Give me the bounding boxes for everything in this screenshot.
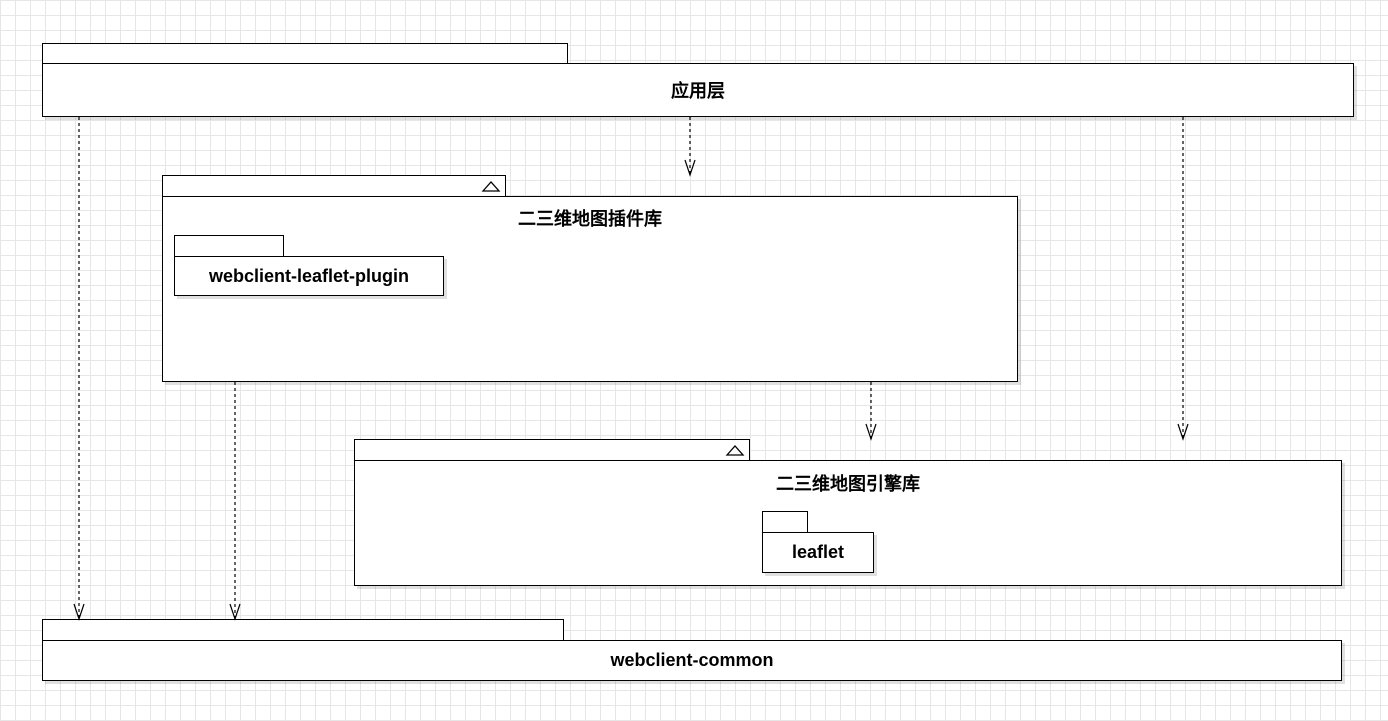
engine-lib-title: 二三维地图引擎库: [776, 474, 920, 494]
dependency-arrow: [865, 382, 877, 441]
triangle-up-icon[interactable]: [725, 443, 745, 457]
leaflet-package-tab: [762, 511, 808, 533]
plugin-lib-title: 二三维地图插件库: [518, 209, 662, 229]
common-package-tab: [42, 619, 564, 641]
app-layer-title: 应用层: [671, 81, 725, 101]
dependency-arrow: [1177, 117, 1189, 441]
app-layer-package[interactable]: 应用层: [42, 63, 1354, 117]
app-layer-package-tab: [42, 43, 568, 65]
dependency-arrow: [684, 117, 696, 177]
leaflet-plugin-package[interactable]: webclient-leaflet-plugin: [174, 256, 444, 296]
leaflet-plugin-title: webclient-leaflet-plugin: [208, 265, 409, 286]
dependency-arrow: [229, 382, 241, 621]
engine-lib-package-tab: [354, 439, 750, 461]
triangle-up-icon[interactable]: [481, 179, 501, 193]
leaflet-package[interactable]: leaflet: [762, 532, 874, 573]
common-package[interactable]: webclient-common: [42, 640, 1342, 681]
plugin-lib-package-tab: [162, 175, 506, 197]
common-title: webclient-common: [610, 650, 774, 670]
dependency-arrow: [73, 117, 85, 621]
leaflet-title: leaflet: [791, 542, 845, 562]
leaflet-plugin-package-tab: [174, 235, 284, 257]
